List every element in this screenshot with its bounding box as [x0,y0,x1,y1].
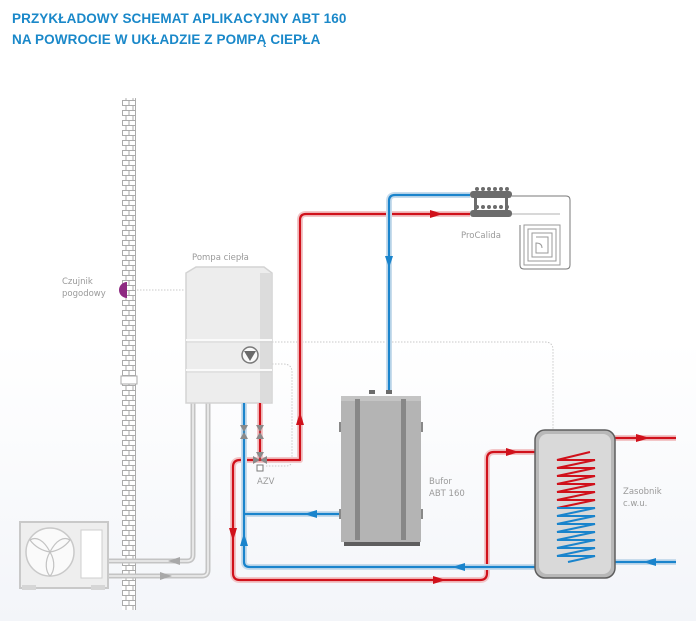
refrigerant-pipes [108,403,211,580]
flow-arrow-icon [296,412,304,425]
flow-arrow-icon [430,210,443,218]
supply-pipes [230,211,676,583]
weather-sensor-label-line2: pogodowy [62,289,106,299]
flow-arrow-icon [229,528,237,541]
buffer-tank-icon [339,390,423,546]
heat-pump-label: Pompa ciepła [192,253,249,263]
dhw-tank-label-line2: c.w.u. [623,499,647,509]
diagram-title: PRZYKŁADOWY SCHEMAT APLIKACYJNY ABT 160 … [12,8,346,50]
weather-sensor-icon [119,282,127,298]
manifold-label: ProCalida [461,231,501,241]
title-line-2: NA POWROCIE W UKŁADZIE Z POMPĄ CIEPŁA [12,32,321,47]
heat-pump-outdoor-unit-icon [19,521,109,590]
flow-arrow-icon [240,533,248,546]
flow-arrow-icon [433,576,446,584]
brick-wall-icon [120,90,138,610]
buffer-label-line2: ABT 160 [429,489,465,499]
dhw-tank-label-line1: Zasobnik [623,487,662,497]
flow-arrow-icon [643,558,656,566]
valve-icon [240,425,264,439]
hot-water-tank-icon [534,429,616,579]
flow-arrow-icon [385,256,393,268]
flow-arrow-icon [168,557,180,565]
flow-arrow-icon [636,434,650,442]
flow-arrow-icon [304,510,317,518]
pump-icon [241,346,259,364]
manifold-icon [470,187,512,217]
heat-pump-indoor-unit-icon [185,266,273,404]
buffer-label-line1: Bufor [429,477,452,487]
three-way-valve-icon [253,452,267,472]
control-wiring [134,289,554,467]
weather-sensor-label-line1: Czujnik [62,277,93,287]
flow-arrow-icon [506,448,519,456]
flow-arrow-icon [452,563,465,571]
title-line-1: PRZYKŁADOWY SCHEMAT APLIKACYJNY ABT 160 [12,11,347,26]
valve-label: AZV [257,477,275,487]
flow-arrow-icon [160,572,172,580]
floor-heating-coil-icon [512,195,571,270]
